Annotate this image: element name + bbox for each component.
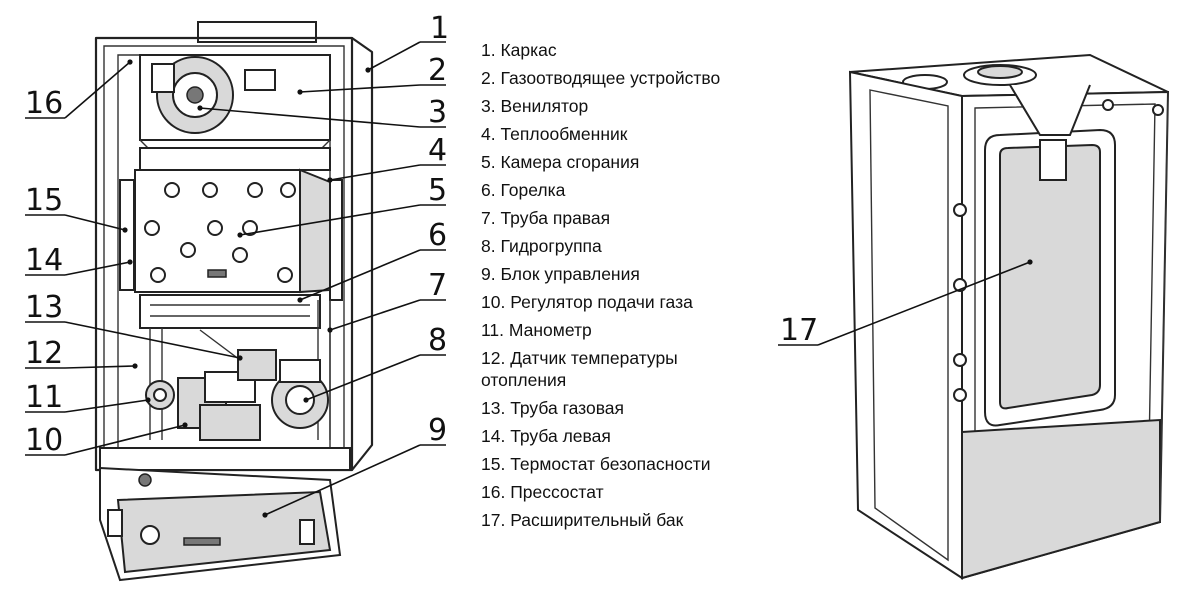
callout-11: 11 [25, 380, 63, 415]
legend-item: 15. Термостат безопасности [481, 454, 711, 474]
legend-item: 9. Блок управления [481, 264, 640, 284]
callout-9: 9 [428, 413, 447, 448]
callout-12: 12 [25, 336, 63, 371]
legend-item: 16. Прессостат [481, 482, 604, 502]
callout-16: 16 [25, 86, 63, 121]
callout-17: 17 [780, 313, 818, 348]
callout-14: 14 [25, 243, 63, 278]
callout-1: 1 [430, 11, 449, 46]
legend-item: 10. Регулятор подачи газа [481, 292, 693, 312]
legend-item: 13. Труба газовая [481, 398, 624, 418]
boiler-front-view [94, 21, 374, 582]
legend-item: 14. Труба левая [481, 426, 611, 446]
parts-legend: 1. Каркас 2. Газоотводящее устройство 3.… [481, 36, 731, 534]
legend-item: 12. Датчик температуры отопления [481, 348, 678, 390]
legend-item: 7. Труба правая [481, 208, 611, 228]
legend-item: 4. Теплообменник [481, 124, 628, 144]
legend-item: 1. Каркас [481, 40, 557, 60]
right-callout: 17 [778, 259, 1033, 348]
legend-item: 17. Расширительный бак [481, 510, 684, 530]
left-callout-numbers: 1 2 3 4 5 6 7 8 9 16 15 14 13 12 11 10 [25, 11, 449, 458]
callout-4: 4 [428, 133, 447, 168]
callout-15: 15 [25, 183, 63, 218]
legend-item: 2. Газоотводящее устройство [481, 68, 721, 88]
legend-item: 5. Камера сгорания [481, 152, 640, 172]
callout-5: 5 [428, 173, 447, 208]
callout-6: 6 [428, 218, 447, 253]
callout-3: 3 [428, 95, 447, 130]
legend-item: 11. Манометр [481, 320, 592, 340]
callout-2: 2 [428, 53, 447, 88]
left-callout-leaders [25, 41, 446, 518]
boiler-rear-view [848, 53, 1170, 580]
callout-10: 10 [25, 423, 63, 458]
callout-7: 7 [428, 268, 447, 303]
callout-8: 8 [428, 323, 447, 358]
legend-item: 6. Горелка [481, 180, 566, 200]
callout-13: 13 [25, 290, 63, 325]
legend-item: 3. Венилятор [481, 96, 589, 116]
legend-item: 8. Гидрогруппа [481, 236, 602, 256]
